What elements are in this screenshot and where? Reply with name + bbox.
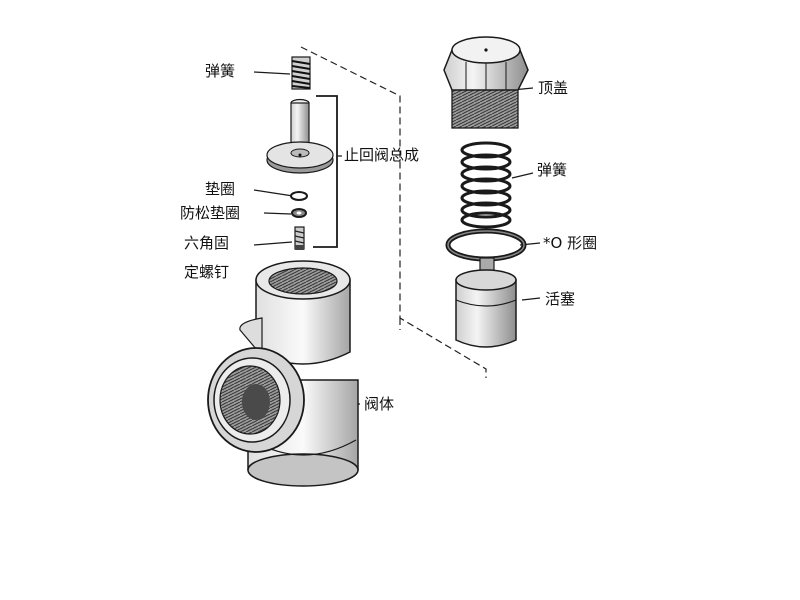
label-top-cap: 顶盖 xyxy=(538,79,569,97)
label-spring-left: 弹簧 xyxy=(205,62,236,80)
label-lock-washer: 防松垫圈 xyxy=(180,204,241,222)
label-hex-screw-line2: 定螺钉 xyxy=(184,263,230,281)
assembly-guide-lines xyxy=(300,46,487,378)
label-piston: 活塞 xyxy=(545,290,576,308)
label-hex-screw-line1: 六角固 xyxy=(184,234,230,252)
gasket-part xyxy=(290,191,308,201)
check-valve-stem xyxy=(290,98,310,144)
large-spring xyxy=(460,141,512,229)
label-gasket: 垫圈 xyxy=(205,180,236,198)
check-valve-disc xyxy=(266,141,334,174)
piston-part xyxy=(455,257,517,348)
hex-screw-part xyxy=(294,226,305,250)
top-cap-part xyxy=(443,36,529,129)
label-spring-right: 弹簧 xyxy=(537,161,568,179)
lock-washer-part xyxy=(291,208,307,218)
label-valve-body: 阀体 xyxy=(364,395,395,413)
label-check-valve-assembly: 止回阀总成 xyxy=(344,146,420,164)
valve-body-part xyxy=(207,260,359,487)
assembly-bracket xyxy=(313,95,338,248)
label-o-ring: *O 形圈 xyxy=(543,234,598,252)
small-spring xyxy=(291,56,311,90)
o-ring-part xyxy=(445,228,527,262)
